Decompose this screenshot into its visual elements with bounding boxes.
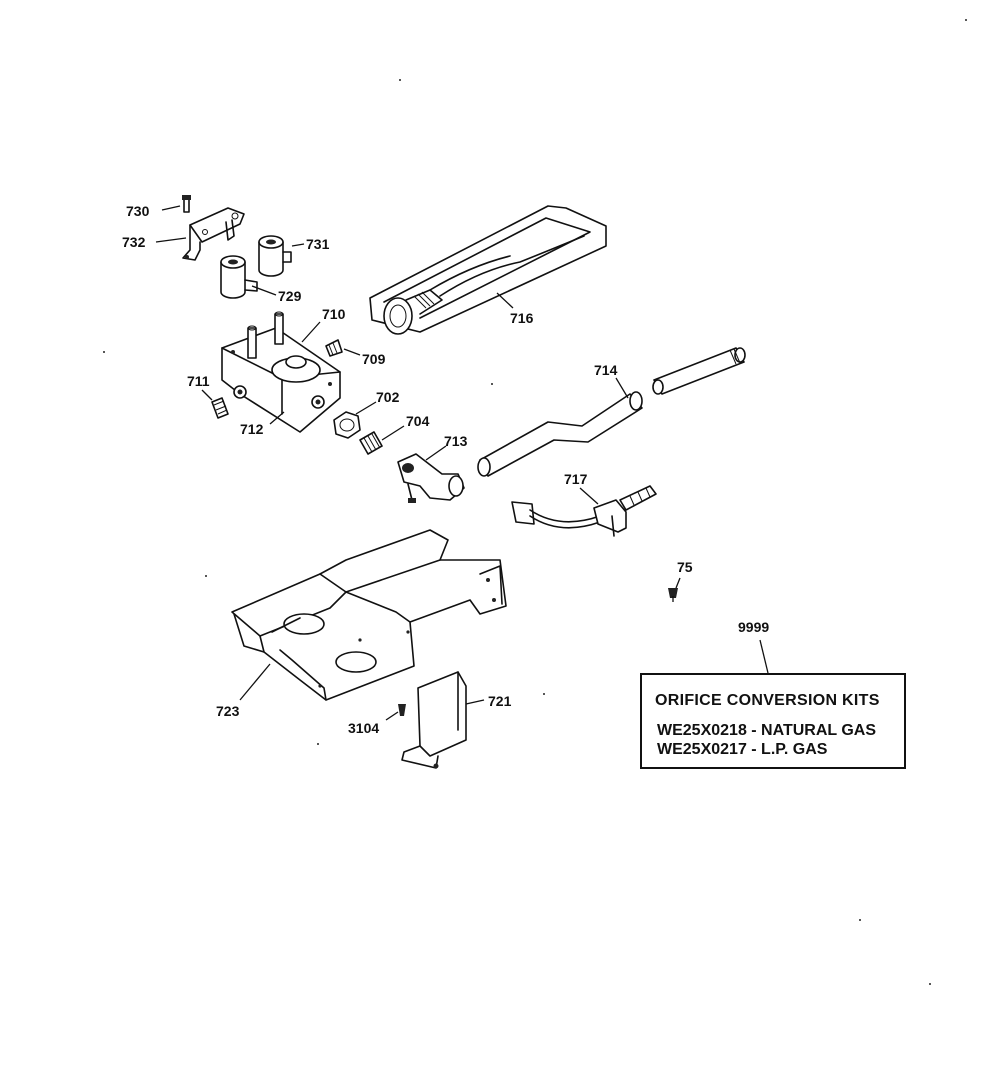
leader-713 bbox=[425, 445, 447, 461]
part-709-plug bbox=[325, 339, 343, 357]
leader-702 bbox=[355, 401, 377, 415]
label-710: 710 bbox=[322, 306, 346, 322]
leader-723 bbox=[239, 663, 271, 701]
label-721: 721 bbox=[488, 693, 512, 709]
kit-lp-gas-line: WE25X0217 - L.P. GAS bbox=[657, 741, 828, 758]
part-3104-screw bbox=[398, 704, 406, 716]
part-702-nut bbox=[333, 411, 361, 439]
label-716: 716 bbox=[510, 310, 534, 326]
part-712-gas-valve bbox=[221, 311, 341, 433]
leader-721 bbox=[465, 699, 485, 705]
label-723: 723 bbox=[216, 703, 240, 719]
label-714: 714 bbox=[594, 362, 618, 378]
leader-716 bbox=[496, 292, 514, 309]
leader-75 bbox=[675, 577, 681, 589]
label-732: 732 bbox=[122, 234, 146, 250]
kit-title: ORIFICE CONVERSION KITS bbox=[655, 692, 880, 709]
label-717: 717 bbox=[564, 471, 588, 487]
label-3104: 3104 bbox=[348, 720, 379, 736]
kit-natural-gas-line: WE25X0218 - NATURAL GAS bbox=[657, 722, 877, 739]
leader-3104 bbox=[385, 711, 399, 721]
part-75-screw bbox=[668, 588, 678, 602]
leader-730 bbox=[161, 205, 181, 211]
part-731-coil bbox=[258, 235, 292, 277]
leader-714 bbox=[615, 377, 629, 399]
part-723-mounting-bracket bbox=[231, 529, 507, 701]
part-704-orifice bbox=[359, 431, 383, 455]
leader-712 bbox=[269, 411, 285, 425]
label-730: 730 bbox=[126, 203, 150, 219]
orifice-conversion-kit-box: ORIFICE CONVERSION KITS WE25X0218 - NATU… bbox=[640, 673, 906, 769]
part-711-fitting bbox=[211, 397, 229, 419]
label-709: 709 bbox=[362, 351, 386, 367]
leader-710 bbox=[301, 321, 321, 343]
label-712: 712 bbox=[240, 421, 264, 437]
part-714-gas-tube bbox=[477, 347, 746, 477]
part-717-igniter bbox=[511, 485, 657, 537]
part-713-elbow bbox=[397, 453, 465, 503]
part-716-burner-tray bbox=[369, 205, 607, 335]
leader-709 bbox=[343, 348, 361, 356]
label-9999: 9999 bbox=[738, 619, 769, 635]
leader-711 bbox=[201, 389, 213, 401]
scan-specks bbox=[103, 19, 967, 985]
label-729: 729 bbox=[278, 288, 302, 304]
label-704: 704 bbox=[406, 413, 430, 429]
part-732-bracket bbox=[182, 207, 245, 261]
label-75: 75 bbox=[677, 559, 693, 575]
label-731: 731 bbox=[306, 236, 330, 252]
leader-731 bbox=[291, 243, 305, 247]
leader-9999 bbox=[759, 639, 769, 674]
leader-732 bbox=[155, 237, 187, 243]
leader-717 bbox=[579, 487, 599, 505]
leader-704 bbox=[381, 425, 405, 441]
part-729-coil bbox=[220, 255, 258, 299]
leader-729 bbox=[251, 285, 277, 296]
label-702: 702 bbox=[376, 389, 400, 405]
part-721-shield bbox=[401, 671, 467, 769]
part-730-screw bbox=[182, 195, 191, 213]
label-711: 711 bbox=[187, 373, 210, 389]
label-713: 713 bbox=[444, 433, 468, 449]
